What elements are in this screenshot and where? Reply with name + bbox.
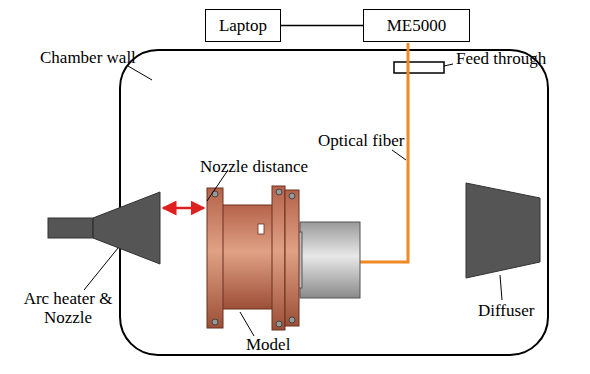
box-label: ME5000 — [387, 16, 447, 36]
chamber-wall — [120, 50, 548, 355]
distance-arrow — [163, 207, 204, 210]
cable-line — [281, 25, 363, 27]
device-box: Laptop — [205, 9, 281, 42]
part-label: Nozzle distance — [200, 158, 308, 177]
device-box: ME5000 — [363, 9, 470, 42]
part-label: Chamber wall — [40, 49, 136, 68]
box-label: Laptop — [219, 16, 267, 36]
arc-heater — [48, 218, 93, 238]
feed-through — [394, 62, 444, 73]
leader-lines — [84, 64, 502, 336]
model — [207, 186, 360, 330]
nozzle — [93, 192, 160, 264]
part-label: Diffuser — [478, 302, 534, 321]
diffuser — [466, 183, 540, 278]
part-label: Arc heater & Nozzle — [4, 290, 132, 327]
optical-fiber — [360, 43, 408, 262]
part-label: Feed through — [456, 50, 546, 69]
part-label: Model — [246, 336, 290, 355]
part-label: Optical fiber — [318, 132, 404, 151]
